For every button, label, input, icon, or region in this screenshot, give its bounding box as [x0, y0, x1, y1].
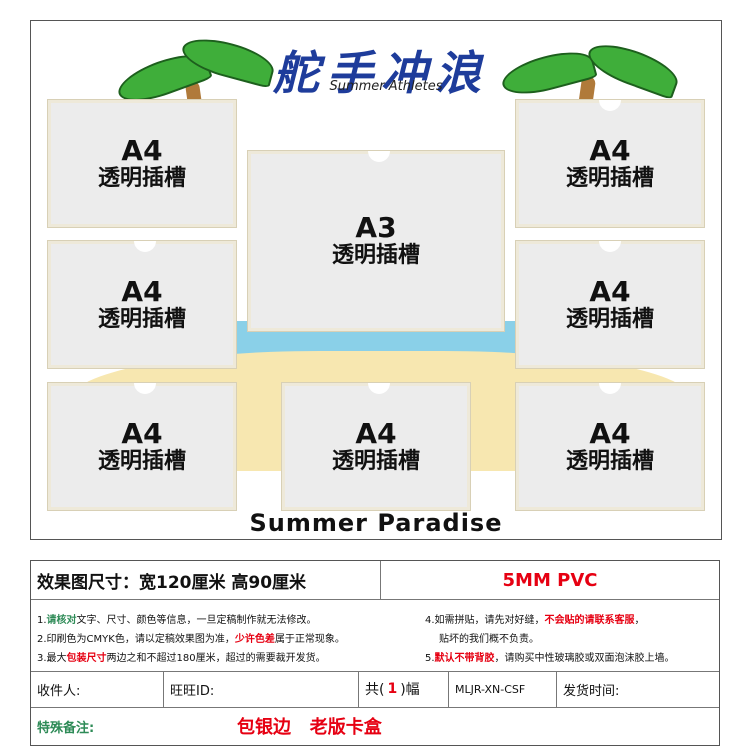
slot-label: 透明插槽 — [565, 306, 654, 332]
note-3: 3.最大包装尺寸两边之和不超过180厘米，超过的需要裁开发货。 — [37, 653, 326, 664]
slot-label: 透明插槽 — [97, 165, 186, 191]
slot-a4-bottom-right: A4 透明插槽 — [516, 383, 704, 510]
slot-size: A4 — [589, 133, 631, 167]
slot-a4-bottom-center: A4 透明插槽 — [282, 383, 470, 510]
note-5: 5.默认不带背胶，请购买中性玻璃胶或双面泡沫胶上墙。 — [425, 653, 675, 664]
remark-row: 特殊备注: 包银边 老版卡盒 — [31, 707, 719, 745]
slot-notch — [368, 151, 390, 162]
slot-notch — [368, 383, 390, 394]
slot-size: A4 — [589, 416, 631, 450]
dims-label: 效果图尺寸：宽120厘米 高90厘米 — [31, 561, 381, 599]
slot-a4-bottom-left: A4 透明插槽 — [48, 383, 236, 510]
slot-label: 透明插槽 — [565, 165, 654, 191]
slot-label: 透明插槽 — [565, 448, 654, 474]
note-4: 4.如需拼贴，请先对好缝，不会贴的请联系客服， — [425, 615, 645, 626]
slot-a4-top-right: A4 透明插槽 — [516, 100, 704, 227]
board-title: 舵手冲浪 — [273, 46, 489, 100]
remark-label: 特殊备注: — [37, 720, 95, 736]
slot-size: A4 — [121, 133, 163, 167]
slot-notch — [134, 383, 156, 394]
slot-a4-top-left: A4 透明插槽 — [48, 100, 236, 227]
slot-size: A3 — [355, 211, 397, 244]
slot-a4-middle-right: A4 透明插槽 — [516, 241, 704, 368]
note-4-line-2: 贴坏的我们概不负责。 — [439, 634, 539, 645]
slot-label: 透明插槽 — [97, 448, 186, 474]
board-preview: 舵手冲浪 Summer Athletes A4 透明插槽 A3 透明插槽 A4 … — [30, 20, 722, 540]
material-label: 5MM PVC — [502, 569, 598, 591]
recipient-label: 收件人: — [31, 671, 164, 707]
wangwang-label: 旺旺ID: — [164, 671, 359, 707]
slot-notch — [599, 383, 621, 394]
slot-notch — [134, 241, 156, 252]
remark-value: 包银边 老版卡盒 — [237, 717, 382, 738]
order-info-table: 效果图尺寸：宽120厘米 高90厘米 5MM PVC 1.请核对文字、尺寸、颜色… — [30, 560, 720, 746]
slot-a3-center: A3 透明插槽 — [248, 151, 504, 331]
slot-label: 透明插槽 — [331, 243, 420, 268]
quantity-field: 共(1)幅 — [359, 671, 449, 707]
shipping-row: 收件人: 旺旺ID: 共(1)幅 MLJR-XN-CSF 发货时间: — [31, 671, 719, 708]
product-code: MLJR-XN-CSF — [449, 671, 557, 707]
slot-notch — [599, 241, 621, 252]
slot-label: 透明插槽 — [97, 306, 186, 332]
board-footer-title: Summer Paradise — [249, 509, 503, 537]
note-1: 1.请核对文字、尺寸、颜色等信息，一旦定稿制作就无法修改。 — [37, 615, 317, 626]
slot-size: A4 — [589, 274, 631, 308]
quantity-value: 1 — [387, 681, 398, 697]
note-2: 2.印刷色为CMYK色，请以定稿效果图为准，少许色差属于正常现象。 — [37, 634, 345, 645]
slot-size: A4 — [121, 416, 163, 450]
notes-row: 1.请核对文字、尺寸、颜色等信息，一旦定稿制作就无法修改。 2.印刷色为CMYK… — [31, 599, 719, 672]
slot-size: A4 — [355, 416, 397, 450]
ship-time-label: 发货时间: — [563, 683, 620, 699]
slot-a4-middle-left: A4 透明插槽 — [48, 241, 236, 368]
slot-label: 透明插槽 — [331, 448, 420, 474]
slot-notch — [599, 100, 621, 111]
slot-size: A4 — [121, 274, 163, 308]
dims-row: 效果图尺寸：宽120厘米 高90厘米 5MM PVC — [31, 561, 719, 600]
board-subtitle: Summer Athletes — [329, 79, 443, 94]
